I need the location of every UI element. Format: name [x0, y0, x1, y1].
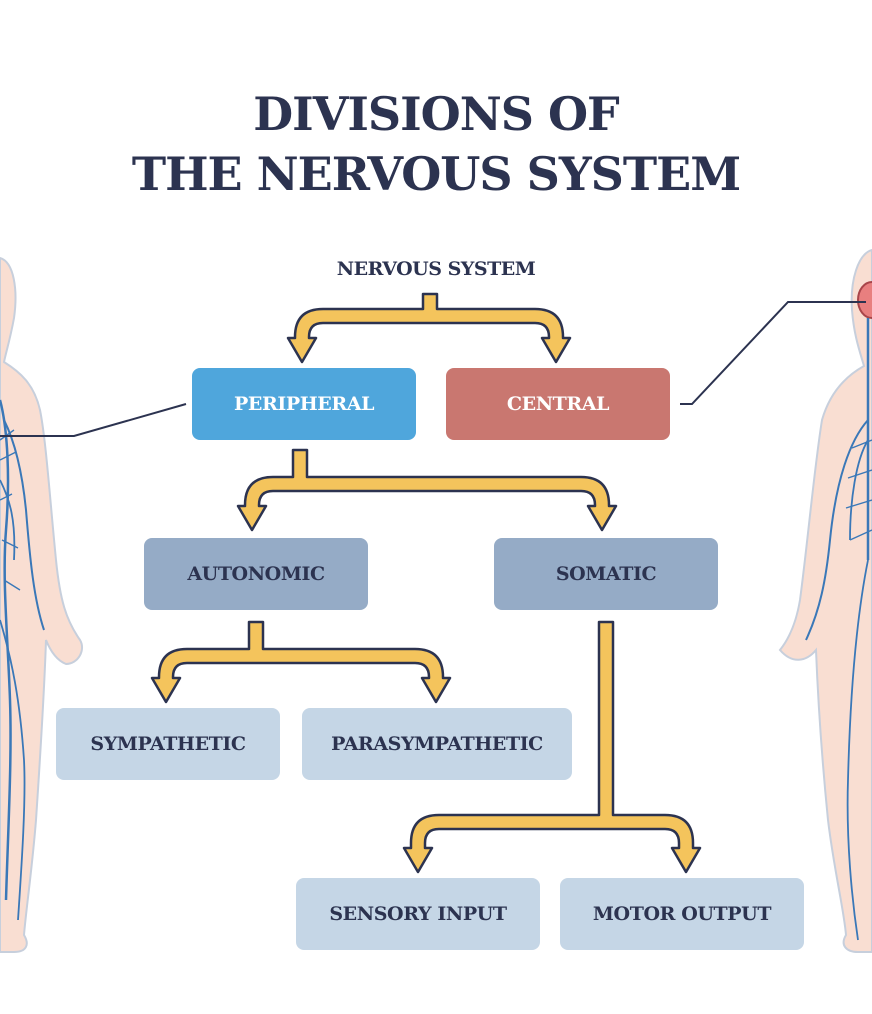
title-line-2: THE NERVOUS SYSTEM — [131, 147, 741, 201]
node-sympathetic-label: SYMPATHETIC — [90, 733, 246, 755]
node-sensory-input-label: SENSORY INPUT — [329, 903, 507, 925]
arrow-autonomic-split — [150, 620, 452, 704]
node-peripheral: PERIPHERAL — [192, 368, 416, 440]
node-sympathetic: SYMPATHETIC — [56, 708, 280, 780]
node-somatic-label: SOMATIC — [555, 563, 657, 585]
central-leader-line — [680, 301, 866, 405]
root-label-nervous-system: NERVOUS SYSTEM — [336, 258, 536, 280]
arrow-nervous-system-split — [286, 292, 572, 364]
arrow-somatic-split — [402, 620, 702, 874]
right-figure-icon — [778, 248, 872, 953]
title-line-1: DIVISIONS OF — [253, 87, 619, 141]
node-autonomic: AUTONOMIC — [144, 538, 368, 610]
node-autonomic-label: AUTONOMIC — [187, 563, 325, 585]
arrow-peripheral-split — [236, 448, 618, 532]
node-sensory-input: SENSORY INPUT — [296, 878, 540, 950]
left-figure-icon — [0, 256, 84, 953]
node-parasympathetic: PARASYMPATHETIC — [302, 708, 572, 780]
node-motor-output-label: MOTOR OUTPUT — [592, 903, 772, 925]
node-somatic: SOMATIC — [494, 538, 718, 610]
node-parasympathetic-label: PARASYMPATHETIC — [331, 733, 543, 755]
peripheral-leader-line — [0, 403, 187, 437]
node-central-label: CENTRAL — [506, 393, 610, 415]
node-peripheral-label: PERIPHERAL — [233, 393, 375, 415]
arrow-connectors — [150, 292, 702, 874]
node-central: CENTRAL — [446, 368, 670, 440]
node-motor-output: MOTOR OUTPUT — [560, 878, 804, 950]
